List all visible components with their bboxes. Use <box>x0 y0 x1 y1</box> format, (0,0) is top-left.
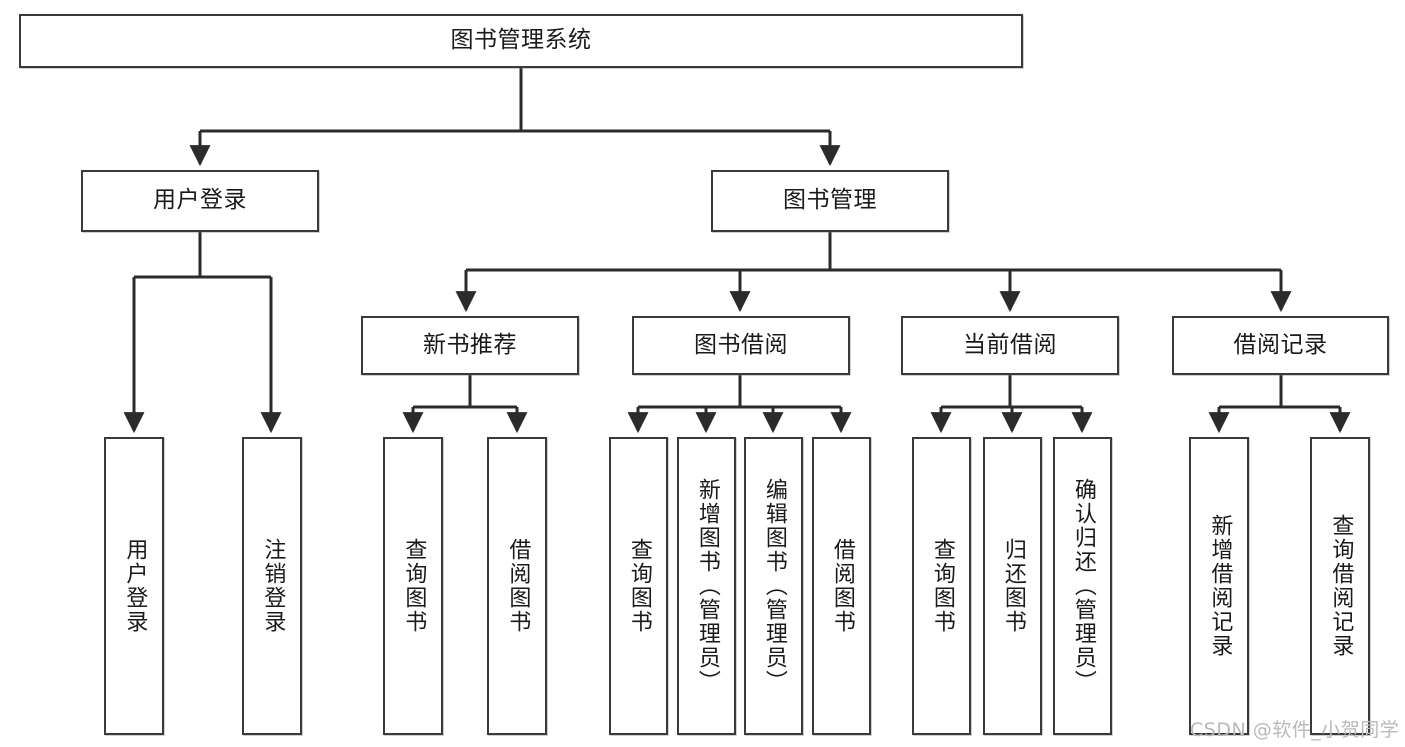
node-current-borrowing[interactable]: 当前借阅 <box>901 316 1119 375</box>
node-label: 确认归还（管理员） <box>1070 478 1096 694</box>
node-label: 注销登录 <box>260 538 286 634</box>
node-leaf-logout[interactable]: 注销登录 <box>242 437 302 735</box>
node-label: 查询图书 <box>401 538 427 634</box>
node-leaf-query-book-current[interactable]: 查询图书 <box>912 437 971 735</box>
node-label: 当前借阅 <box>963 331 1057 358</box>
node-label: 归还图书 <box>1000 538 1026 634</box>
node-book-management-system[interactable]: 图书管理系统 <box>19 14 1023 68</box>
node-label: 借阅图书 <box>505 538 531 634</box>
node-leaf-query-book-borrow[interactable]: 查询图书 <box>609 437 668 735</box>
node-label: 新书推荐 <box>423 331 517 358</box>
watermark: CSDN @软件_小贺同学 <box>1190 719 1400 741</box>
node-leaf-add-book-admin[interactable]: 新增图书（管理员） <box>677 437 736 735</box>
node-label: 新增借阅记录 <box>1207 514 1233 658</box>
node-leaf-query-book-newrec[interactable]: 查询图书 <box>383 437 443 735</box>
node-leaf-return-book[interactable]: 归还图书 <box>983 437 1042 735</box>
node-book-borrowing[interactable]: 图书借阅 <box>632 316 850 375</box>
node-label: 编辑图书（管理员） <box>761 478 787 694</box>
node-borrowing-records[interactable]: 借阅记录 <box>1172 316 1389 375</box>
node-label: 图书管理系统 <box>450 27 592 54</box>
node-leaf-query-borrow-record[interactable]: 查询借阅记录 <box>1310 437 1370 735</box>
node-leaf-confirm-return-admin[interactable]: 确认归还（管理员） <box>1053 437 1112 735</box>
node-label: 借阅记录 <box>1233 331 1328 358</box>
node-leaf-edit-book-admin[interactable]: 编辑图书（管理员） <box>744 437 803 735</box>
node-label: 查询图书 <box>929 538 955 634</box>
node-label: 图书借阅 <box>694 331 788 358</box>
node-user-login[interactable]: 用户登录 <box>81 170 319 232</box>
node-label: 借阅图书 <box>829 538 855 634</box>
node-label: 新增图书（管理员） <box>694 478 720 694</box>
node-label: 用户登录 <box>153 187 247 214</box>
node-book-management[interactable]: 图书管理 <box>711 170 949 232</box>
node-label: 查询借阅记录 <box>1328 514 1354 658</box>
node-label: 图书管理 <box>783 187 877 214</box>
node-label: 查询图书 <box>626 538 652 634</box>
node-label: 用户登录 <box>122 538 148 634</box>
node-leaf-add-borrow-record[interactable]: 新增借阅记录 <box>1189 437 1249 735</box>
node-leaf-borrow-book-newrec[interactable]: 借阅图书 <box>487 437 547 735</box>
node-new-book-recommendation[interactable]: 新书推荐 <box>361 316 579 375</box>
node-leaf-borrow-book[interactable]: 借阅图书 <box>812 437 871 735</box>
node-leaf-user-login[interactable]: 用户登录 <box>104 437 164 735</box>
